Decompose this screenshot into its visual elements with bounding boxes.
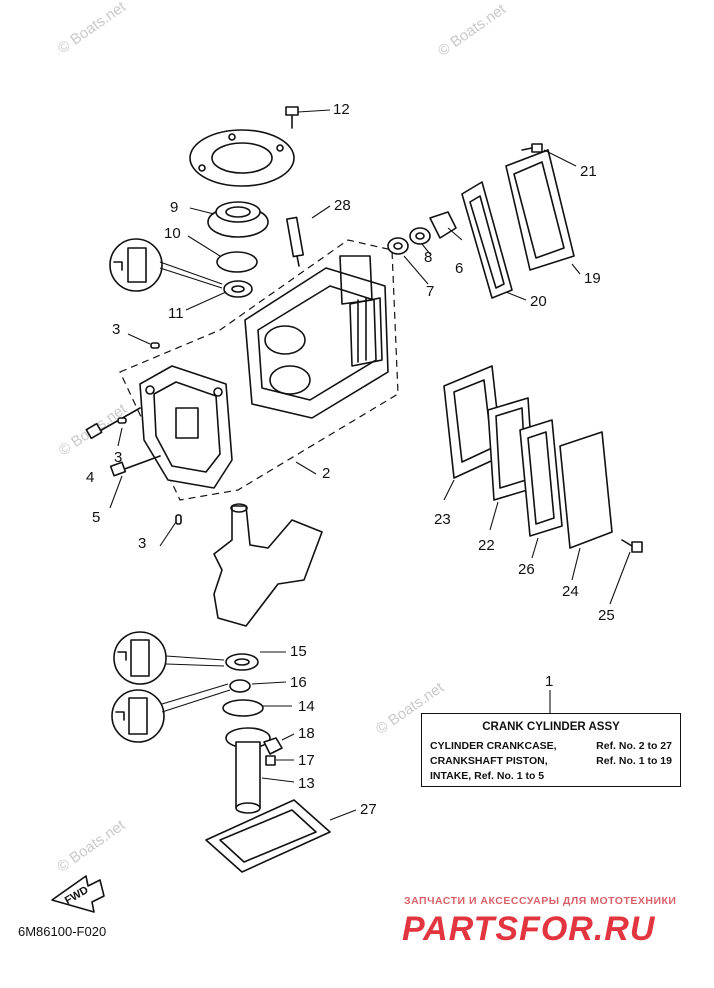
part-14-o-ring bbox=[222, 699, 264, 717]
part-3-dowel-pin bbox=[175, 514, 182, 525]
assembly-row: CYLINDER CRANKCASE, Ref. No. 2 to 27 bbox=[430, 739, 672, 754]
seal-detail-middle bbox=[113, 631, 225, 685]
part-24-intake-cover bbox=[559, 431, 613, 549]
part-28-spark-plug bbox=[285, 216, 305, 267]
callout-3-second: 3 bbox=[114, 449, 122, 466]
part-7-valve bbox=[387, 237, 409, 255]
callout-28: 28 bbox=[334, 197, 351, 214]
part-cover-top bbox=[189, 129, 295, 187]
callout-12: 12 bbox=[333, 101, 350, 118]
callout-7: 7 bbox=[426, 283, 434, 300]
callout-25: 25 bbox=[598, 607, 615, 624]
callout-4: 4 bbox=[86, 469, 94, 486]
assembly-row-ref: Ref. No. 2 to 27 bbox=[596, 740, 672, 752]
callout-16: 16 bbox=[290, 674, 307, 691]
part-26-gasket bbox=[519, 419, 563, 537]
crankcase-group-outline bbox=[119, 239, 399, 501]
callout-24: 24 bbox=[562, 583, 579, 600]
part-20-gasket bbox=[461, 181, 513, 299]
callout-5: 5 bbox=[92, 509, 100, 526]
callout-9: 9 bbox=[170, 199, 178, 216]
assembly-row-name: INTAKE, Ref. No. 1 to 5 bbox=[430, 770, 545, 782]
callout-13: 13 bbox=[298, 775, 315, 792]
callout-1: 1 bbox=[545, 673, 553, 690]
drawing-code: 6M86100-F020 bbox=[18, 924, 107, 939]
part-21-bolt bbox=[521, 143, 543, 153]
crankshaft-phantom bbox=[213, 503, 323, 627]
assembly-row-ref: Ref. No. 1 to 19 bbox=[596, 755, 672, 767]
callout-numbers: 1 2 3 3 3 4 5 6 7 8 9 10 11 12 13 14 15 … bbox=[86, 101, 615, 818]
part-10-o-ring bbox=[216, 251, 258, 273]
callout-22: 22 bbox=[478, 537, 495, 554]
watermark-text: © Boats.net bbox=[54, 816, 129, 875]
assembly-row: CRANKSHAFT PISTON, Ref. No. 1 to 19 bbox=[430, 754, 672, 769]
watermark-text: © Boats.net bbox=[55, 0, 130, 57]
part-9-housing bbox=[207, 201, 269, 238]
callout-10: 10 bbox=[164, 225, 181, 242]
callout-26: 26 bbox=[518, 561, 535, 578]
callout-14: 14 bbox=[298, 698, 315, 715]
callout-3-third: 3 bbox=[138, 535, 146, 552]
watermarks: © Boats.net © Boats.net © Boats.net © Bo… bbox=[54, 0, 510, 876]
callout-leaders bbox=[109, 109, 631, 821]
part-18-nut bbox=[263, 737, 283, 755]
assembly-row: INTAKE, Ref. No. 1 to 5 bbox=[430, 769, 672, 784]
seal-detail-lower bbox=[111, 683, 231, 743]
callout-8: 8 bbox=[424, 249, 432, 266]
callout-21: 21 bbox=[580, 163, 597, 180]
callout-20: 20 bbox=[530, 293, 547, 310]
part-crankcase bbox=[139, 365, 233, 489]
part-27-gasket bbox=[205, 799, 331, 873]
part-13-housing bbox=[225, 727, 271, 814]
part-2-cylinder-block bbox=[244, 255, 389, 419]
callout-15: 15 bbox=[290, 643, 307, 660]
assembly-title: CRANK CYLINDER ASSY bbox=[482, 721, 620, 733]
callout-19: 19 bbox=[584, 270, 601, 287]
callout-11: 11 bbox=[168, 305, 184, 322]
part-5-bolt bbox=[109, 455, 161, 477]
assembly-reference-box: CRANK CYLINDER ASSY CYLINDER CRANKCASE, … bbox=[421, 713, 681, 787]
callout-6: 6 bbox=[455, 260, 463, 277]
part-25-bolt bbox=[621, 539, 643, 553]
part-17-screw bbox=[265, 755, 276, 766]
part-3-dowel-pin bbox=[117, 417, 127, 424]
part-19-exhaust-cover bbox=[505, 149, 575, 271]
callout-3: 3 bbox=[112, 321, 120, 338]
part-8-fitting bbox=[409, 227, 431, 245]
brand-tagline: ЗАПЧАСТИ И АКСЕССУАРЫ ДЛЯ МОТОТЕХНИКИ bbox=[404, 895, 677, 907]
callout-2: 2 bbox=[322, 465, 330, 482]
callout-17: 17 bbox=[298, 752, 315, 769]
seal-detail-upper bbox=[109, 238, 223, 292]
assembly-row-name: CYLINDER CRANKCASE, bbox=[430, 740, 557, 752]
watermark-text: © Boats.net bbox=[435, 0, 510, 59]
callout-23: 23 bbox=[434, 511, 451, 528]
callout-27: 27 bbox=[360, 801, 377, 818]
assembly-row-name: CRANKSHAFT PISTON, bbox=[430, 755, 548, 767]
part-16-seal bbox=[229, 679, 251, 693]
part-12-bolt bbox=[285, 106, 299, 129]
callout-18: 18 bbox=[298, 725, 315, 742]
part-4-bolt bbox=[85, 407, 141, 440]
fwd-arrow-icon: FWD bbox=[51, 875, 105, 913]
part-3-dowel-pin bbox=[150, 342, 160, 349]
part-15-seal bbox=[225, 653, 259, 671]
part-11-seal bbox=[223, 280, 253, 298]
brand-logo[interactable]: PARTSFOR.RU bbox=[402, 910, 656, 948]
part-6-cap bbox=[429, 211, 457, 239]
